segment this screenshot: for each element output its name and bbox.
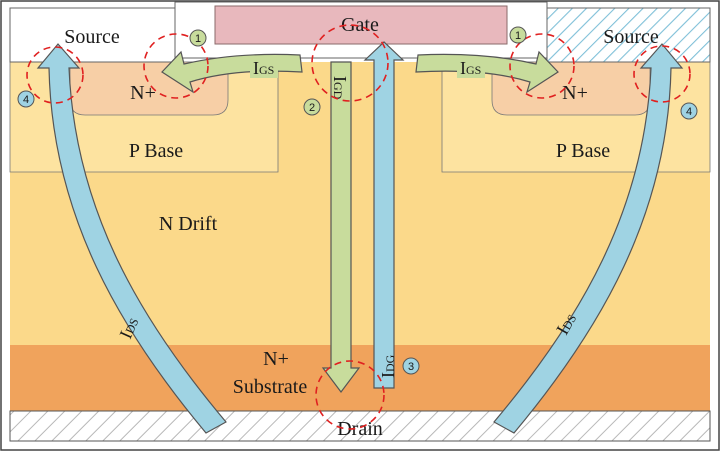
- drain-label: Drain: [337, 418, 383, 440]
- marker-1-left: 1: [189, 29, 207, 47]
- n-plus-right-label: N+: [562, 82, 588, 104]
- igs-right-label-sub: GS: [466, 63, 481, 77]
- substrate-region: [10, 345, 710, 411]
- marker-3: 3: [402, 357, 420, 375]
- igs-right-label: I GS: [457, 58, 485, 78]
- highlight-drain: [315, 360, 385, 430]
- igs-right-label-main: I: [460, 58, 466, 78]
- igs-left-label-main: I: [253, 58, 259, 78]
- highlight-igs-left: [143, 33, 209, 99]
- highlight-source-left: [26, 46, 84, 104]
- ids-right-label-sub: DS: [559, 312, 579, 332]
- igs-left-label: I GS: [250, 58, 278, 78]
- highlight-gate: [311, 24, 389, 102]
- gate-label: Gate: [341, 14, 379, 36]
- idg-label: I DG: [378, 354, 398, 378]
- marker-2-text: 2: [309, 102, 315, 114]
- source-right-label: Source: [603, 26, 659, 48]
- igd-label: I GD: [330, 76, 350, 100]
- igs-right-current-arrow: [415, 50, 559, 94]
- marker-4-left-text: 4: [23, 94, 29, 106]
- gate-electrode: [214, 5, 508, 45]
- marker-2: 2: [303, 98, 321, 116]
- idg-label-sub: DG: [383, 354, 397, 372]
- marker-4-right: 4: [680, 102, 698, 120]
- idg-label-main: I: [378, 372, 398, 378]
- marker-4-left: 4: [17, 90, 35, 108]
- substrate-label-line1: N+: [263, 348, 289, 370]
- marker-3-text: 3: [408, 361, 414, 373]
- marker-1-right-text: 1: [515, 30, 521, 42]
- source-right-metal: [546, 7, 711, 63]
- source-left-label: Source: [64, 26, 120, 48]
- n-drift-label: N Drift: [159, 213, 218, 235]
- igs-left-label-bg: [250, 58, 278, 78]
- highlight-source-right: [633, 45, 691, 103]
- marker-1-right: 1: [509, 26, 527, 44]
- p-base-right-label: P Base: [556, 140, 610, 162]
- igd-label-main: I: [330, 76, 350, 82]
- ids-right-current-arrow: [493, 43, 684, 434]
- p-base-left-label: P Base: [129, 140, 183, 162]
- highlight-igs-right: [509, 33, 575, 99]
- idg-current-arrow: [363, 41, 405, 389]
- n-plus-left-label: N+: [130, 82, 156, 104]
- igs-right-label-bg: [457, 58, 485, 78]
- marker-1-left-text: 1: [195, 33, 201, 45]
- drain-region: [9, 410, 711, 442]
- ids-left-label-sub: DS: [122, 316, 141, 336]
- igs-left-label-sub: GS: [259, 63, 274, 77]
- marker-4-right-text: 4: [686, 106, 692, 118]
- igd-label-sub: GD: [331, 82, 345, 100]
- ids-left-current-arrow: [36, 43, 227, 434]
- substrate-label-line2: Substrate: [233, 376, 308, 398]
